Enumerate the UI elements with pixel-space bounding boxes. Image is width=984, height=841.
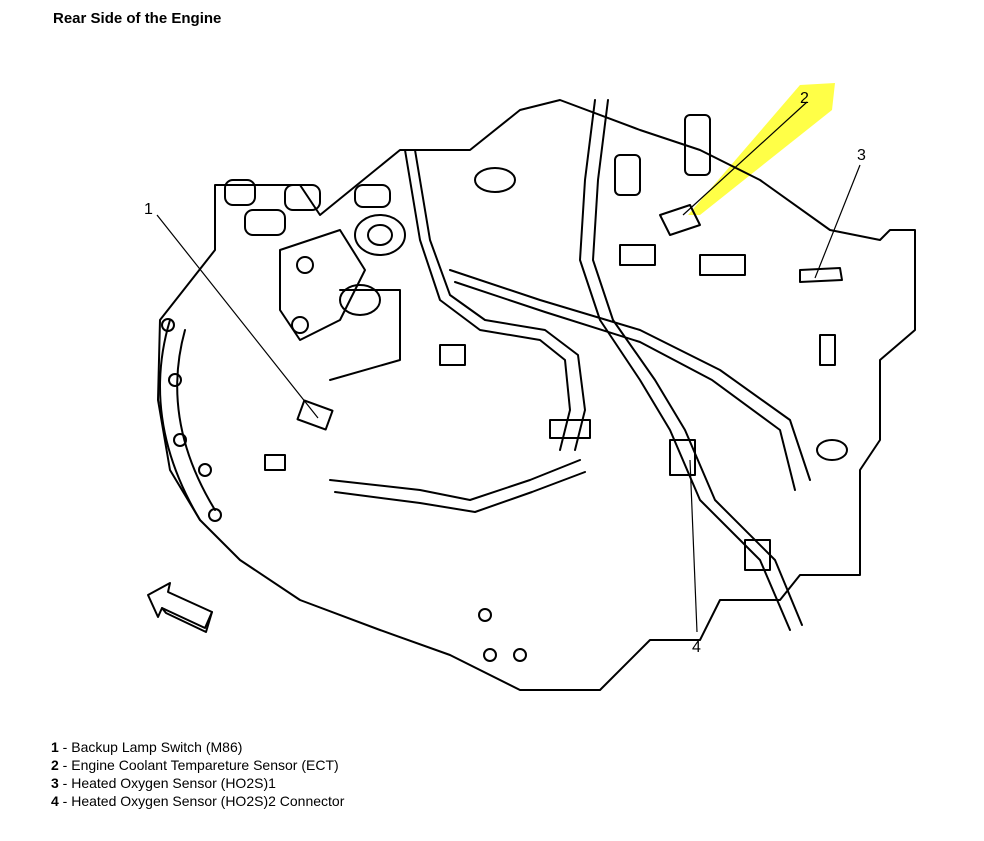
legend-item: 4 - Heated Oxygen Sensor (HO2S)2 Connect…: [51, 793, 345, 809]
page-title: Rear Side of the Engine: [53, 10, 222, 27]
callout-3: 3: [857, 147, 866, 164]
engine-outline: [157, 99, 916, 691]
callout-4: 4: [692, 639, 701, 656]
legend-item: 1 - Backup Lamp Switch (M86): [51, 739, 243, 755]
callout-1: 1: [144, 201, 153, 218]
legend-item: 2 - Engine Coolant Tempareture Sensor (E…: [51, 757, 339, 773]
highlight-callout-2: [688, 83, 835, 215]
direction-arrow: [147, 582, 213, 629]
legend-item: 3 - Heated Oxygen Sensor (HO2S)1: [51, 775, 276, 791]
callout-2: 2: [800, 90, 809, 107]
legend: 1 - Backup Lamp Switch (M86) 2 - Engine …: [51, 738, 344, 810]
